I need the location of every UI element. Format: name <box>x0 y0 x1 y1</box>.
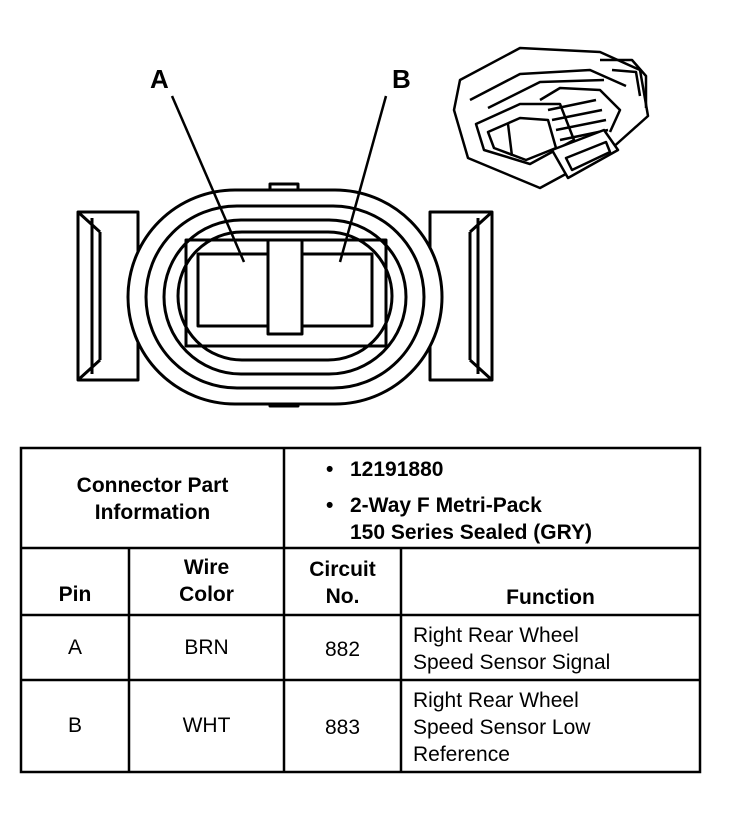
terminal-divider <box>266 238 304 336</box>
pin-b-leader <box>338 95 388 263</box>
row-a-wire-color: BRN <box>184 636 229 659</box>
connector-type-line1: 2-Way F Metri-Pack <box>350 494 542 517</box>
connector-diagram: A B <box>76 46 650 408</box>
terminal-a <box>196 252 276 328</box>
row-b-function-line1: Right Rear Wheel <box>413 689 579 712</box>
row-a-circuit: 882 <box>324 638 361 661</box>
column-header-circuit-line1: Circuit <box>309 558 376 581</box>
connector-isometric-icon <box>452 46 650 190</box>
connector-type-line2: 150 Series Sealed (GRY) <box>350 521 593 544</box>
terminal-b <box>294 252 374 328</box>
column-header-wire-line2: Color <box>179 583 234 606</box>
column-header-function: Function <box>506 586 595 609</box>
row-b-wire-color: WHT <box>182 714 231 737</box>
row-a-function-line1: Right Rear Wheel <box>413 624 579 647</box>
row-b-function-line3: Reference <box>413 743 510 766</box>
column-header-pin: Pin <box>58 583 92 606</box>
header-label-line1: Connector Part <box>76 474 229 497</box>
pin-a-label: A <box>150 64 169 94</box>
connector-type-bullet: • <box>326 494 334 517</box>
row-b-circuit: 883 <box>324 716 361 739</box>
row-b-pin: B <box>67 714 82 737</box>
part-number-bullet: • <box>326 458 334 481</box>
header-label-line2: Information <box>94 501 211 524</box>
column-header-circuit-line2: No. <box>325 585 360 608</box>
pin-a-leader <box>170 95 246 263</box>
column-header-wire-line1: Wire <box>183 556 230 579</box>
part-number: 12191880 <box>350 458 444 481</box>
pin-b-label: B <box>392 64 411 94</box>
row-a-pin: A <box>67 636 82 659</box>
row-a-function-line2: Speed Sensor Signal <box>413 651 611 674</box>
row-b-function-line2: Speed Sensor Low <box>413 716 591 739</box>
